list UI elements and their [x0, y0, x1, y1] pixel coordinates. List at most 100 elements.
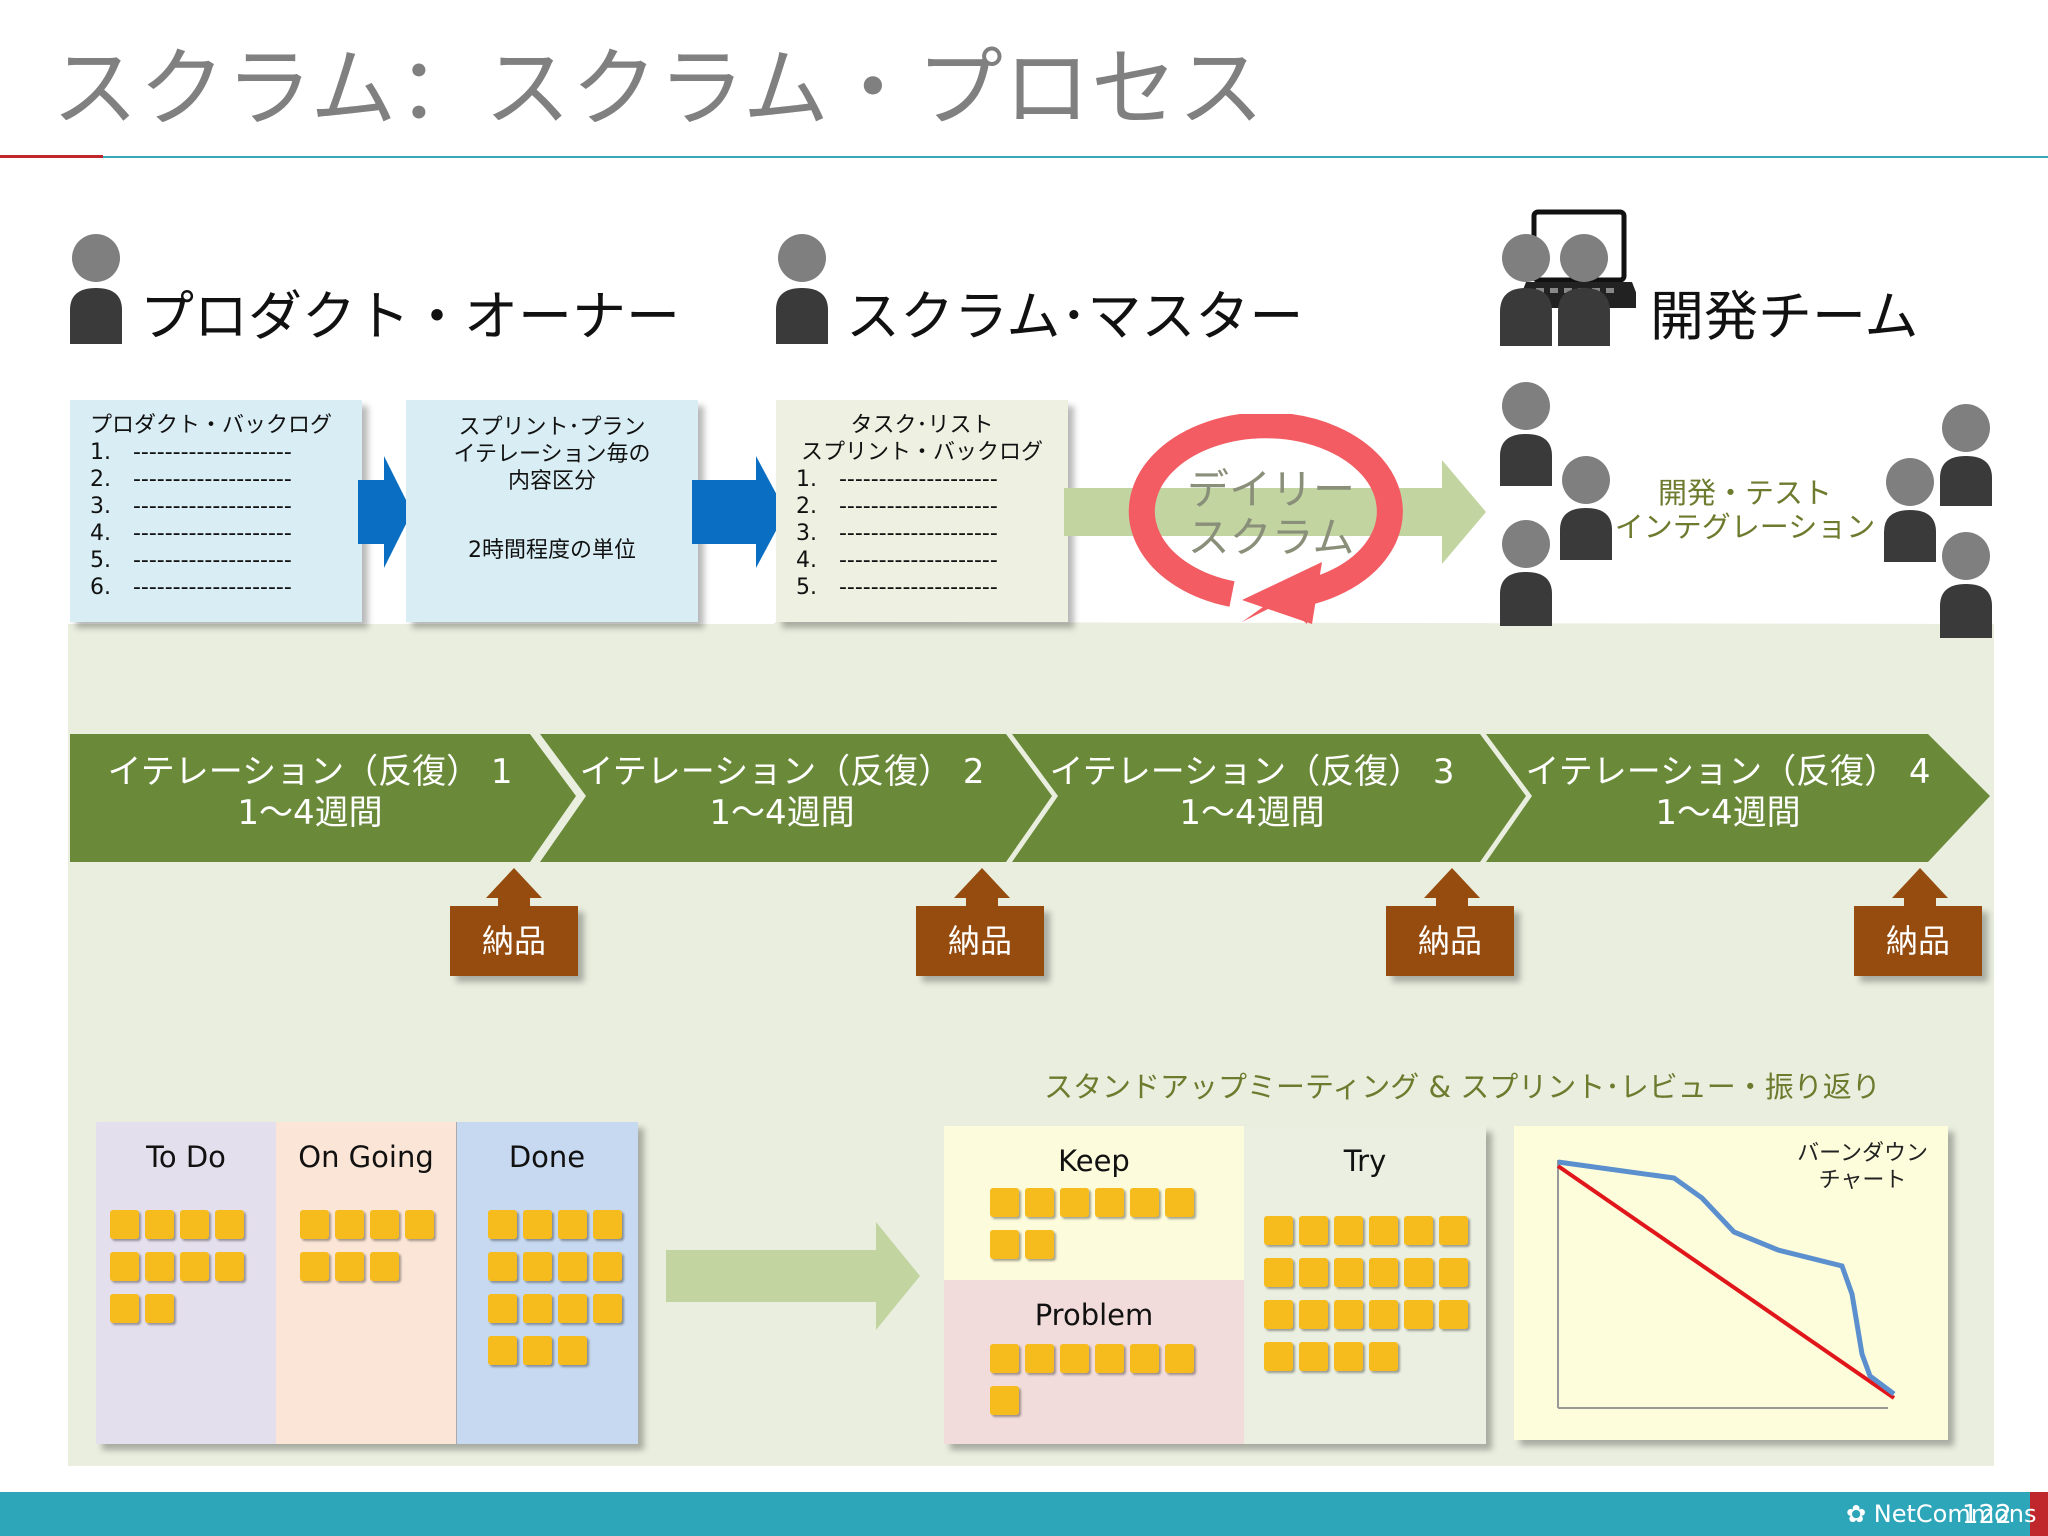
- iteration-4: イテレーション（反復） 4 1～4週間: [1498, 752, 1958, 834]
- delivery-marker-1: 納品: [450, 906, 578, 976]
- sticky-note: [558, 1336, 587, 1365]
- sticky-note: [558, 1252, 587, 1281]
- dev-activity-label: 開発・テスト インテグレーション: [1610, 476, 1880, 544]
- sticky-note: [1334, 1300, 1363, 1329]
- scrum-master-person-icon: [776, 234, 828, 344]
- dev-team-people-icons: [1500, 382, 1992, 638]
- burndown-title-line: チャート: [1818, 1168, 1907, 1193]
- task-list-subtitle: スプリント・バックログ: [800, 440, 1043, 465]
- sticky-note: [110, 1252, 139, 1281]
- sticky-note: [1299, 1342, 1328, 1371]
- dev-activity-line: インテグレーション: [1614, 510, 1876, 544]
- iteration-label: イテレーション（反復） 3: [1049, 752, 1455, 792]
- footer-accent: [2030, 1492, 2048, 1536]
- sticky-note: [990, 1344, 1019, 1373]
- daily-scrum-label: デイリー スクラム: [1176, 466, 1366, 562]
- backlog-item: 3. --------------------: [90, 494, 292, 519]
- sticky-note: [1299, 1216, 1328, 1245]
- iteration-label: イテレーション（反復） 1: [107, 752, 513, 792]
- title-rule: [103, 156, 2048, 158]
- sticky-note: [488, 1294, 517, 1323]
- sticky-note: [215, 1252, 244, 1281]
- actual-line: [1557, 1159, 1896, 1396]
- sticky-note: [1264, 1258, 1293, 1287]
- todo-header: To Do: [146, 1140, 226, 1174]
- task-item: 1. --------------------: [796, 467, 998, 492]
- sticky-note: [1165, 1344, 1194, 1373]
- sticky-note: [180, 1252, 209, 1281]
- sticky-note: [558, 1294, 587, 1323]
- burndown-plot: [1556, 1159, 1896, 1409]
- done-header: Done: [508, 1140, 586, 1174]
- todo-column: [96, 1122, 276, 1444]
- product-owner-person-icon: [70, 234, 122, 344]
- sticky-note: [300, 1210, 329, 1239]
- sticky-note: [990, 1386, 1019, 1415]
- sticky-note: [1369, 1258, 1398, 1287]
- sticky-note: [1334, 1216, 1363, 1245]
- ongoing-header: On Going: [298, 1140, 434, 1174]
- dev-activity-line: 開発・テスト: [1657, 476, 1832, 510]
- meeting-caption: スタンドアップミーティング & スプリント･レビュー・振り返り: [1044, 1070, 1881, 1104]
- sprint-plan-card: スプリント･プラン イテレーション毎の 内容区分 2時間程度の単位: [406, 400, 698, 622]
- sticky-note: [180, 1210, 209, 1239]
- sticky-note: [1299, 1300, 1328, 1329]
- sticky-note: [1439, 1258, 1468, 1287]
- todo-stickies: [110, 1210, 260, 1340]
- iteration-2: イテレーション（反復） 2 1～4週間: [552, 752, 1012, 834]
- sticky-note: [488, 1252, 517, 1281]
- role-product-owner: プロダクト・オーナー: [140, 285, 680, 348]
- sticky-note: [110, 1210, 139, 1239]
- iteration-label: イテレーション（反復） 4: [1525, 752, 1931, 792]
- product-backlog-title: プロダクト・バックログ: [90, 413, 333, 438]
- backlog-item: 1. --------------------: [90, 440, 292, 465]
- iteration-duration: 1～4週間: [237, 793, 383, 833]
- sprint-plan-line: イテレーション毎の: [453, 442, 651, 467]
- sticky-note: [1439, 1216, 1468, 1245]
- sticky-note: [1404, 1258, 1433, 1287]
- sticky-note: [1060, 1344, 1089, 1373]
- keep-stickies: [990, 1188, 1210, 1268]
- sticky-note: [215, 1210, 244, 1239]
- title-rule-accent: [0, 155, 103, 158]
- ideal-line: [1556, 1164, 1896, 1400]
- iteration-label: イテレーション（反復） 2: [579, 752, 985, 792]
- sticky-note: [1334, 1258, 1363, 1287]
- sticky-note: [1025, 1188, 1054, 1217]
- sticky-note: [1439, 1300, 1468, 1329]
- footer-bar: [0, 1492, 2048, 1536]
- sticky-note: [523, 1210, 552, 1239]
- sticky-note: [1404, 1216, 1433, 1245]
- done-column: [456, 1122, 638, 1444]
- backlog-item: 4. --------------------: [90, 521, 292, 546]
- sticky-note: [370, 1252, 399, 1281]
- task-item: 5. --------------------: [796, 575, 998, 600]
- sticky-note: [523, 1294, 552, 1323]
- dev-team-laptop-icon: [1500, 209, 1636, 346]
- sprint-plan-line: 2時間程度の単位: [468, 538, 636, 563]
- sticky-note: [335, 1210, 364, 1239]
- sticky-note: [300, 1252, 329, 1281]
- page-number: 122: [1962, 1500, 2012, 1530]
- sticky-note: [1264, 1216, 1293, 1245]
- sticky-note: [593, 1210, 622, 1239]
- sticky-note: [145, 1294, 174, 1323]
- keep-header: Keep: [1058, 1144, 1130, 1178]
- sticky-note: [1095, 1344, 1124, 1373]
- daily-scrum-cycle-icon: [1128, 414, 1403, 624]
- task-list-card: タスク･リスト スプリント・バックログ 1. -----------------…: [776, 400, 1068, 622]
- product-backlog-card: プロダクト・バックログ 1. -------------------- 2. -…: [70, 400, 362, 622]
- netcommons-logo-icon: ✿: [1846, 1500, 1867, 1528]
- delivery-marker-2: 納品: [916, 906, 1044, 976]
- sticky-note: [1264, 1300, 1293, 1329]
- sticky-note: [488, 1210, 517, 1239]
- task-item: 3. --------------------: [796, 521, 998, 546]
- sticky-note: [1130, 1188, 1159, 1217]
- sticky-note: [1369, 1342, 1398, 1371]
- sticky-note: [1264, 1342, 1293, 1371]
- sticky-note: [1299, 1258, 1328, 1287]
- try-header: Try: [1343, 1144, 1387, 1178]
- backlog-item: 5. --------------------: [90, 548, 292, 573]
- sticky-note: [1369, 1216, 1398, 1245]
